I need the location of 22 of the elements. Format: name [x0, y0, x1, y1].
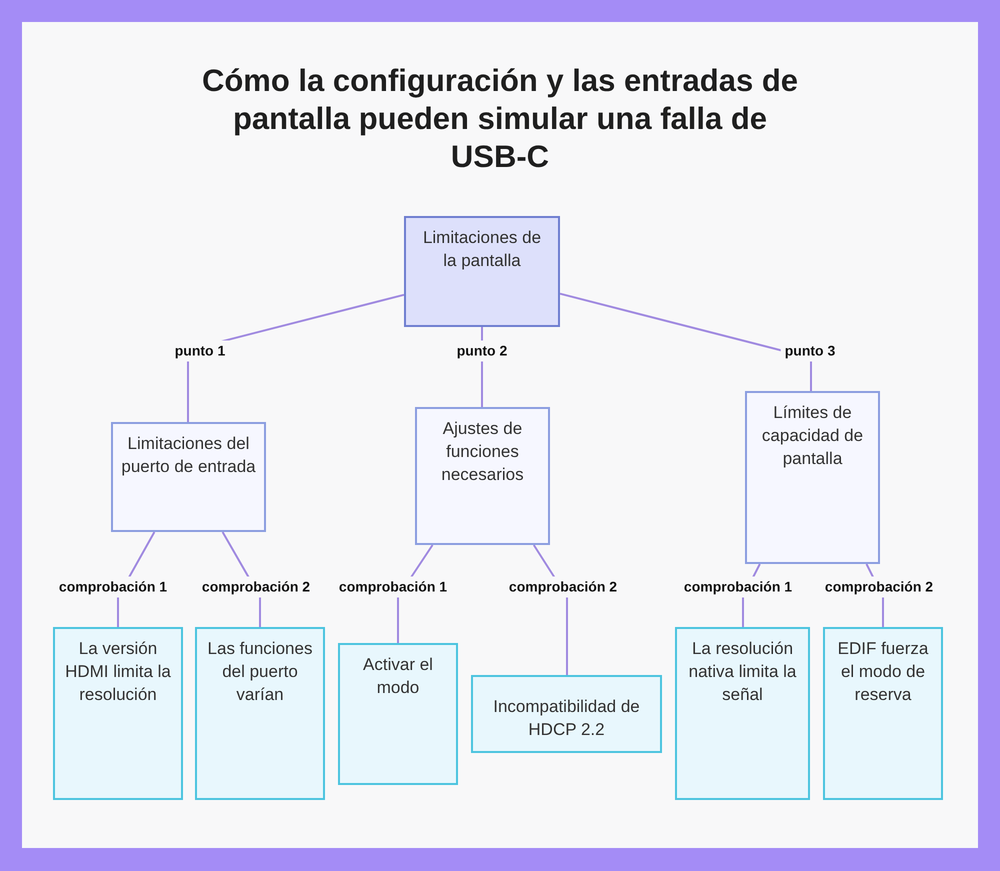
box-text: Activar el modo — [362, 654, 434, 699]
detail-box — [823, 627, 943, 800]
title: Cómo la configuración y las entradas de pantalla pueden simular una falla de USB-C — [200, 62, 800, 176]
box-text: Límites de capacidad de pantalla — [760, 402, 864, 470]
box-text: Limitaciones del puerto de entrada — [121, 433, 256, 478]
box-text: Incompatibilidad de HDCP 2.2 — [492, 696, 641, 741]
category-box — [745, 391, 880, 564]
detail-box — [338, 643, 458, 785]
box-text: Ajustes de funciones necesarios — [440, 418, 525, 486]
category-box — [111, 422, 266, 532]
detail-box — [195, 627, 325, 800]
detail-box — [53, 627, 183, 800]
box-text: Limitaciones de la pantalla — [422, 227, 542, 272]
connector-line — [560, 292, 812, 391]
box-text: La versión HDMI limita la resolución — [64, 638, 172, 706]
detail-box — [675, 627, 810, 800]
box-text: Las funciones del puerto varían — [206, 638, 314, 706]
category-box — [415, 407, 550, 545]
root-box — [404, 216, 560, 327]
box-text: La resolución nativa limita la señal — [688, 638, 798, 706]
detail-box — [471, 675, 662, 753]
box-text: EDIF fuerza el modo de reserva — [836, 638, 930, 706]
